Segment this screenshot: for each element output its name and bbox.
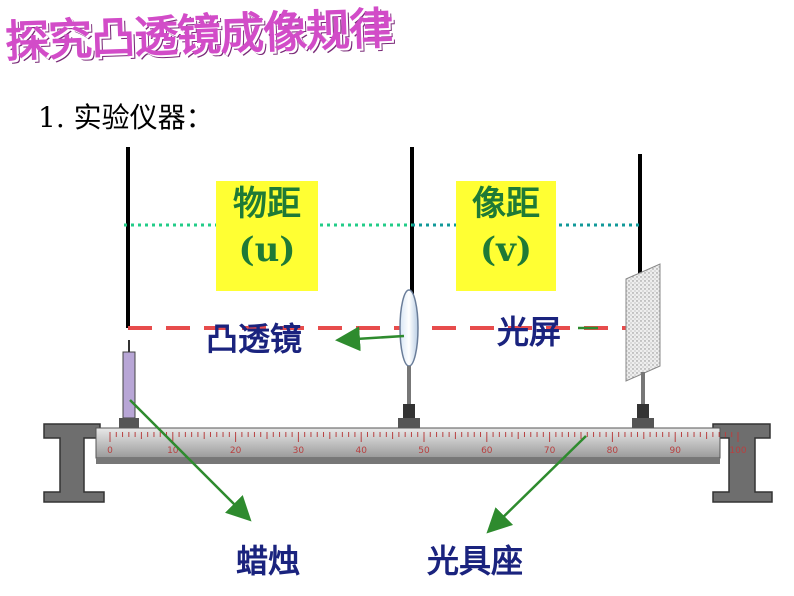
convex-lens — [398, 289, 420, 428]
candle-pointer-arrow — [129, 399, 252, 522]
light-screen — [625, 263, 661, 428]
bench-scale-labels: 0 10 20 30 40 50 60 70 80 90 100 — [107, 446, 747, 456]
scale-tick-label: 70 — [544, 446, 556, 456]
image-distance-label: 像距 (v) — [456, 181, 556, 291]
screen-label: 光屏 — [497, 313, 562, 351]
bench-pointer-arrow — [486, 435, 587, 534]
candle-label: 蜡烛 — [236, 542, 301, 580]
object-distance-label: 物距 (u) — [216, 181, 318, 291]
lens-label: 凸透镜 — [206, 320, 303, 358]
scale-tick-label: 60 — [481, 446, 493, 456]
object-distance-text: 物距 — [233, 184, 301, 224]
scale-tick-label: 80 — [607, 446, 619, 456]
lens-pointer-arrow — [335, 326, 405, 352]
scale-tick-label: 10 — [167, 446, 179, 456]
subtitle: 1. 实验仪器： — [38, 101, 214, 134]
image-distance-symbol: (v) — [480, 230, 532, 270]
scale-tick-label: 40 — [355, 446, 367, 456]
scale-tick-label: 20 — [230, 446, 242, 456]
optical-bench-label: 光具座 — [427, 542, 524, 580]
scale-tick-label: 50 — [418, 446, 430, 456]
object-distance-symbol: (u) — [238, 230, 296, 270]
bench-scale — [109, 432, 739, 442]
candle — [119, 340, 139, 428]
scale-tick-label: 0 — [107, 446, 113, 456]
image-distance-text: 像距 — [472, 184, 540, 224]
optical-bench — [43, 423, 773, 503]
scale-tick-label: 30 — [293, 446, 305, 456]
scale-tick-label: 90 — [669, 446, 681, 456]
scale-tick-label: 100 — [729, 446, 746, 456]
